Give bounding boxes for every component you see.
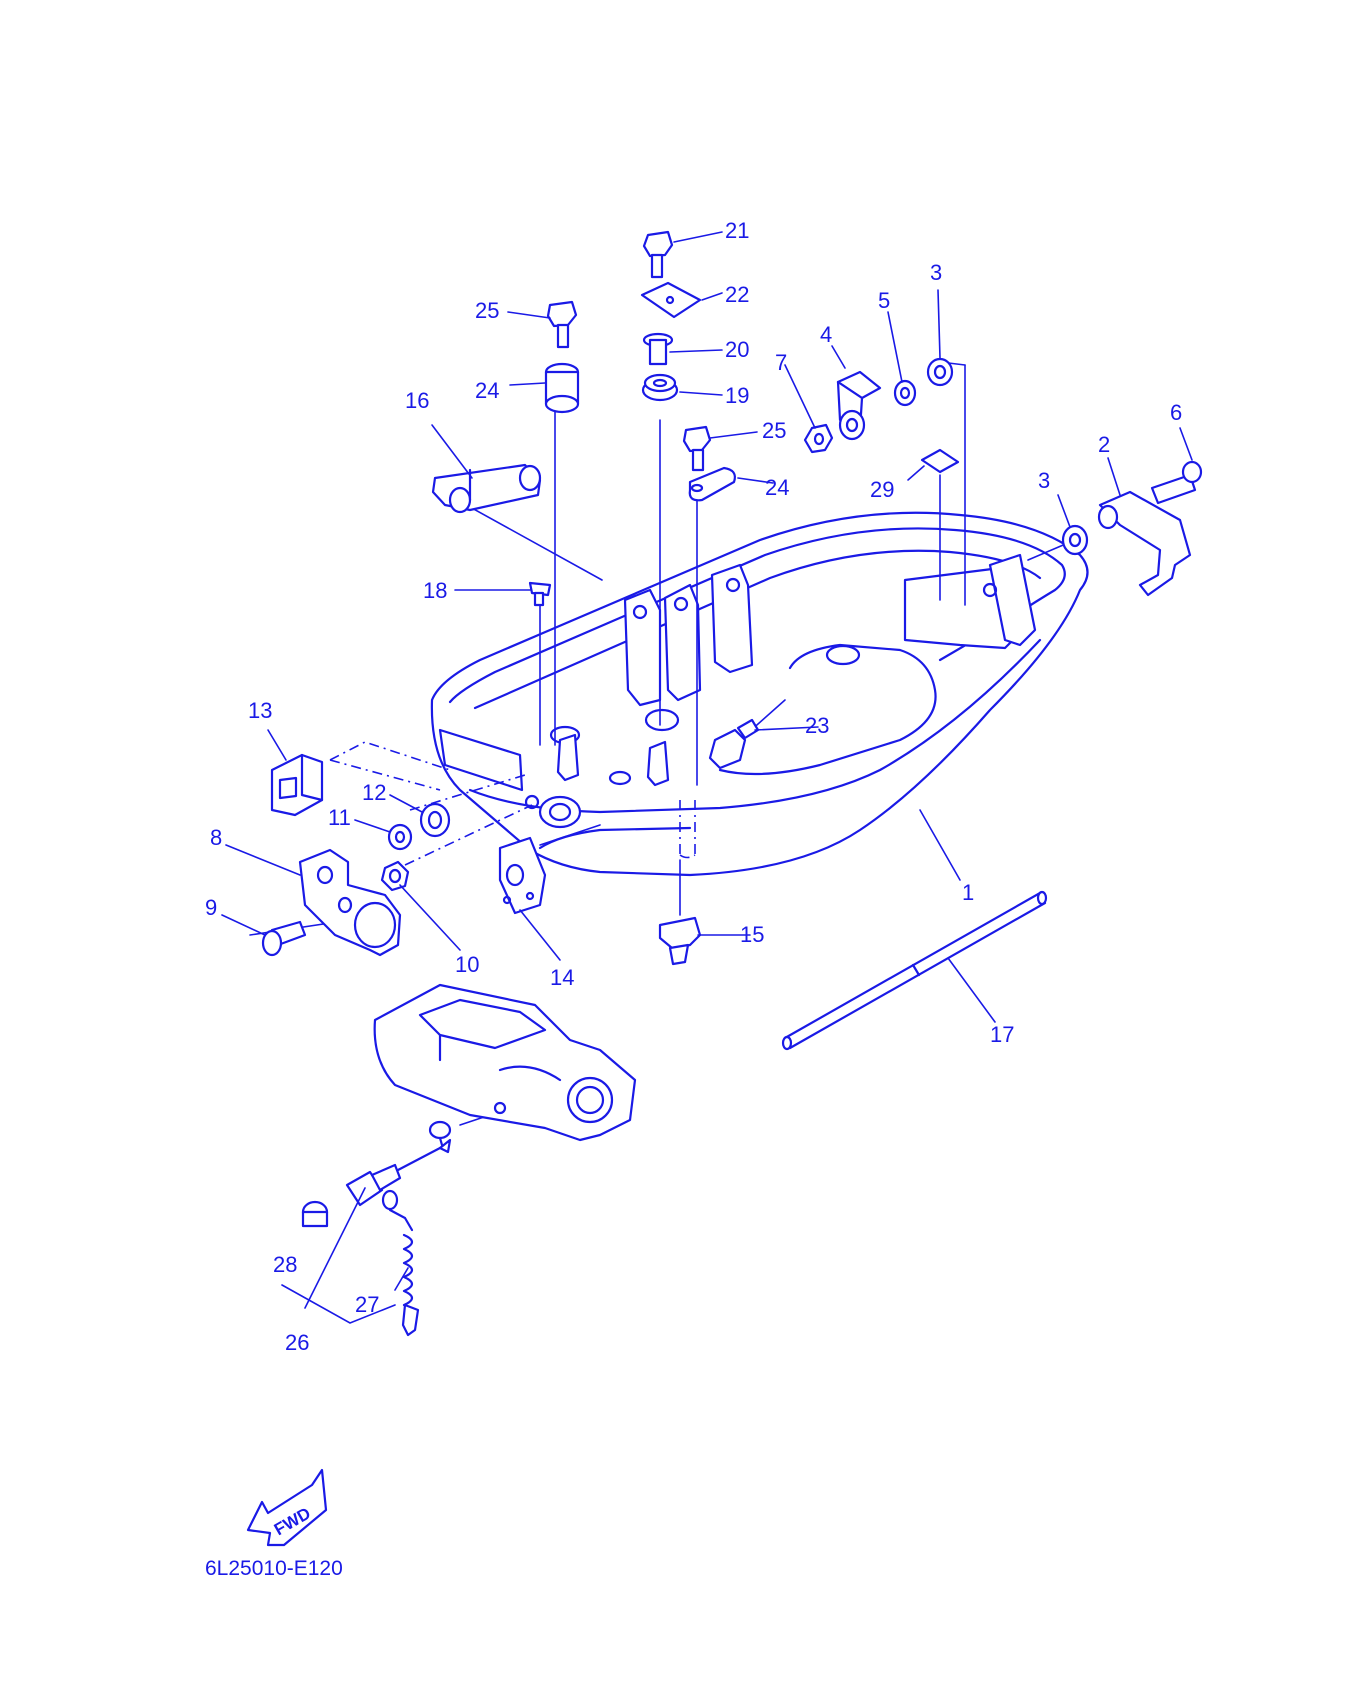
- grommet-14: [498, 836, 547, 915]
- label-29: [920, 448, 960, 474]
- callout-29: 29: [870, 477, 894, 502]
- nut-11: [387, 823, 413, 851]
- nut-7: [803, 423, 834, 454]
- callout-28: 28: [273, 1252, 297, 1277]
- callout-20: 20: [725, 337, 749, 362]
- callout-19: 19: [725, 383, 749, 408]
- callout-27: 27: [355, 1292, 379, 1317]
- callout-26: 26: [285, 1330, 309, 1355]
- plate-8: [298, 848, 402, 957]
- damper-24-left: [544, 362, 580, 414]
- spring-27: [381, 1189, 420, 1337]
- sensor-26: [345, 1120, 452, 1207]
- callout-15: 15: [740, 922, 764, 947]
- bolt-9: [261, 920, 307, 957]
- lower-casing: [373, 983, 637, 1142]
- callout-22: 22: [725, 282, 749, 307]
- nut-10: [380, 860, 410, 892]
- bolt-25-mid: [682, 425, 712, 472]
- callout-3-rear: 3: [1038, 468, 1050, 493]
- callout-16: 16: [405, 388, 429, 413]
- callout-2: 2: [1098, 432, 1110, 457]
- bottom-cowling: [430, 511, 1089, 877]
- callout-11: 11: [328, 805, 351, 830]
- fitting-23: [708, 718, 760, 770]
- bolt-25-left: [546, 300, 578, 349]
- callout-8: 8: [210, 825, 222, 850]
- callout-14: 14: [550, 965, 574, 990]
- drawing-code: 6L25010-E120: [205, 1557, 343, 1580]
- callout-numbers: 1 2 3 3 4 5 6 7 8 9 10 11 12 13 14 15 16…: [205, 218, 1182, 1355]
- callout-5: 5: [878, 288, 890, 313]
- bracket-2: [1097, 490, 1192, 597]
- rod-17: [781, 890, 1048, 1051]
- grommet-13: [270, 753, 324, 817]
- bolt-6: [1150, 460, 1203, 505]
- callout-10: 10: [455, 952, 479, 977]
- washer-3-rear: [1061, 524, 1089, 556]
- callout-12: 12: [362, 780, 386, 805]
- cap-28: [301, 1200, 329, 1228]
- callout-6: 6: [1170, 400, 1182, 425]
- bracket-4: [836, 370, 882, 441]
- callout-9: 9: [205, 895, 217, 920]
- grommet-19: [641, 373, 679, 402]
- callout-3-top: 3: [930, 260, 942, 285]
- grommet-15: [658, 916, 702, 966]
- callout-25-left: 25: [475, 298, 499, 323]
- callout-21: 21: [725, 218, 749, 243]
- screw-18: [528, 581, 552, 607]
- callout-25-mid: 25: [762, 418, 786, 443]
- plate-22: [640, 281, 702, 319]
- callout-18: 18: [423, 578, 447, 603]
- washer-5: [893, 379, 917, 407]
- callout-1: 1: [962, 880, 974, 905]
- callout-7: 7: [775, 350, 787, 375]
- callout-13: 13: [248, 698, 272, 723]
- callout-23: 23: [805, 713, 829, 738]
- callout-24-left: 24: [475, 378, 499, 403]
- bracket-16: [431, 463, 542, 514]
- washer-3-top: [926, 357, 954, 387]
- grommet-12: [419, 802, 451, 838]
- damper-24-mid: [688, 466, 736, 502]
- collar-20: [642, 332, 674, 366]
- fwd-arrow-icon: FWD: [246, 1468, 328, 1547]
- callout-24-mid: 24: [765, 475, 789, 500]
- bolt-21: [642, 230, 674, 279]
- callout-17: 17: [990, 1022, 1014, 1047]
- callout-4: 4: [820, 322, 832, 347]
- callout-leaders: [221, 231, 1193, 1309]
